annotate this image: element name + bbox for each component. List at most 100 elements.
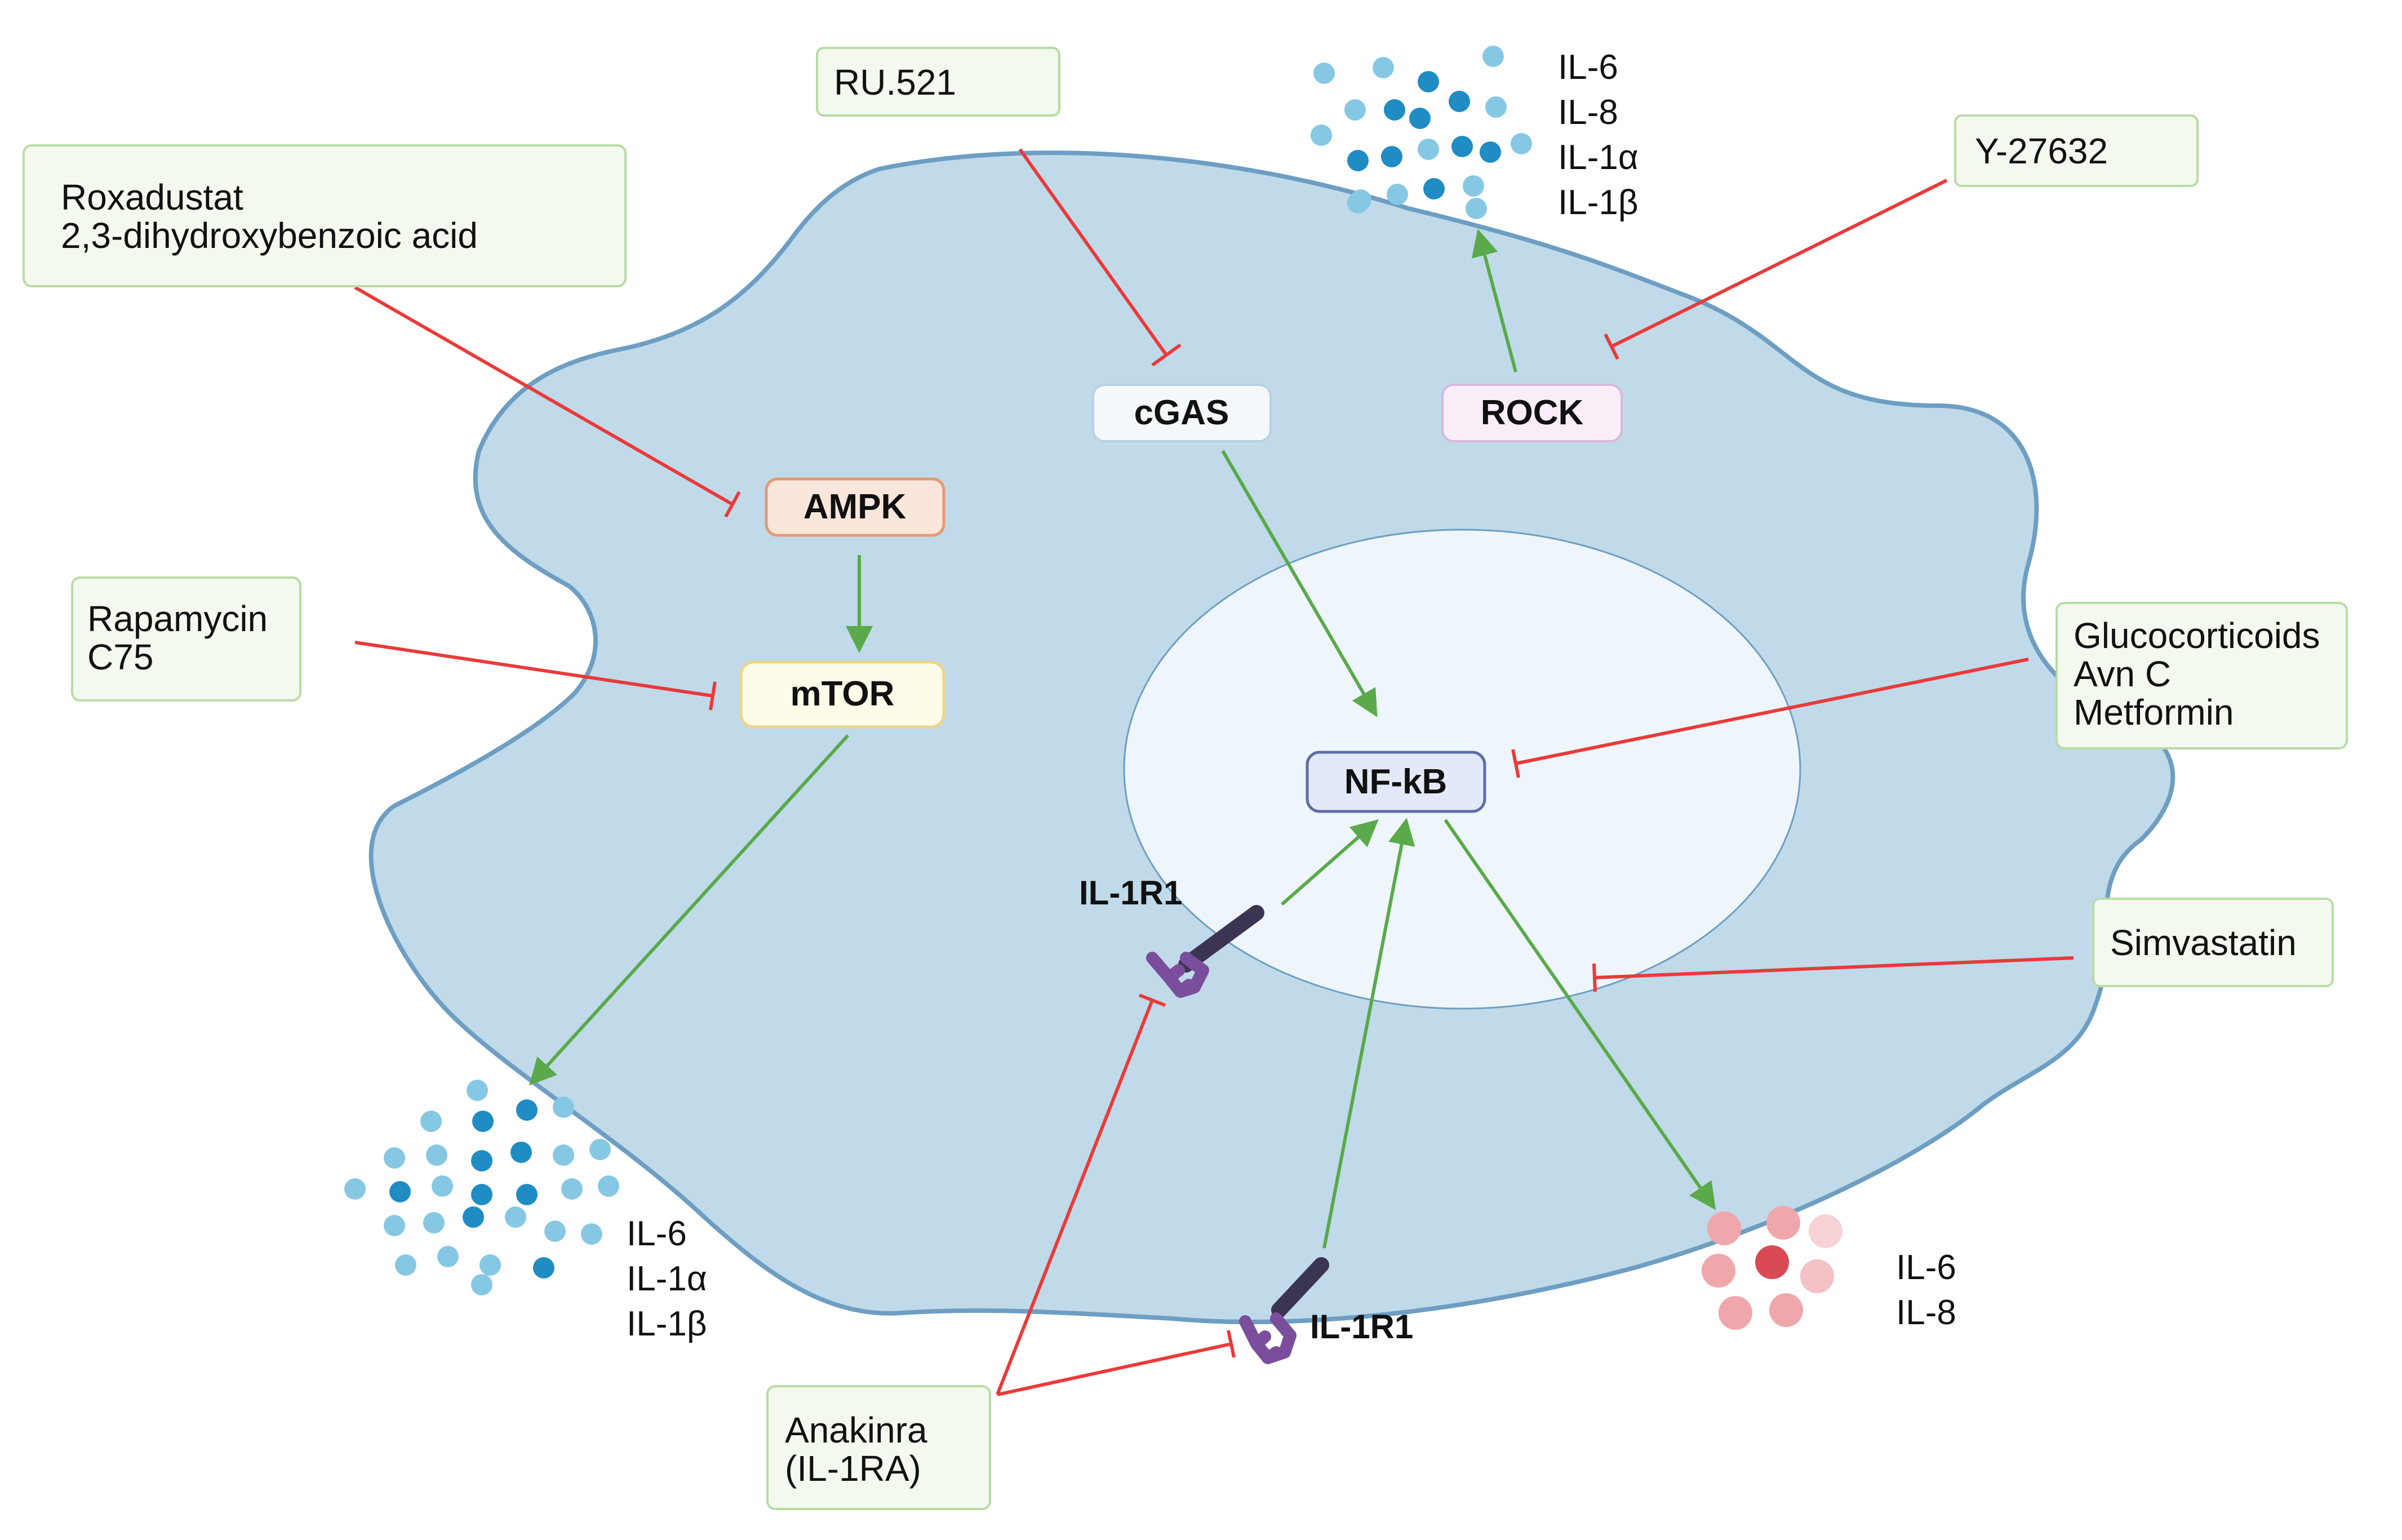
cytokine-dot [1347, 150, 1369, 171]
cytokine-dot [589, 1139, 611, 1160]
cytokine-top-0: IL-6 [1558, 48, 1618, 87]
node-label-cgas: cGAS [1134, 393, 1229, 432]
inhibit-gluco-nfkb-bar [1511, 749, 1520, 778]
drug-box-rapamycin[interactable]: Rapamycin C75 [71, 576, 301, 702]
cytokine-dot [423, 1212, 445, 1233]
node-nfkb[interactable]: NF-kB [1306, 751, 1486, 813]
cytokine-dot [1423, 178, 1445, 199]
cytokine-dot [471, 1274, 492, 1295]
inhibit-anakinra-ir1 [996, 999, 1154, 1396]
cytokine-dot [1387, 184, 1408, 205]
cytokine-dot [472, 1111, 494, 1132]
cytokine-cluster-right [1702, 1206, 1842, 1330]
cytokine-dot [1755, 1245, 1789, 1279]
cytokine-dot [395, 1254, 416, 1276]
cytokine-dot [1311, 125, 1332, 146]
drug-label-glucocorticoids: Glucocorticoids [2074, 615, 2320, 656]
cytokine-dot [471, 1184, 492, 1205]
cytokine-top-2: IL-1α [1558, 138, 1639, 177]
receptor-il1r1-lower[interactable] [1239, 1257, 1329, 1364]
cytokine-left-1: IL-1α [627, 1259, 707, 1298]
drug-box-y27632[interactable]: Y-27632 [1954, 114, 2199, 187]
cytokine-dot [1418, 139, 1439, 160]
cytokine-top-1: IL-8 [1558, 93, 1618, 132]
cytokine-right-0: IL-6 [1896, 1248, 1956, 1287]
drug-label-roxadustat: Roxadustat [61, 177, 243, 218]
arrow-nfkb-cytokines [1444, 819, 1716, 1210]
cytokine-dot [581, 1223, 602, 1245]
cytokine-dot [553, 1144, 574, 1166]
drug-label-rapamycin: Rapamycin [87, 598, 268, 639]
cytokine-dot [463, 1206, 484, 1228]
arrow-ir1-nfkb [1281, 819, 1379, 906]
cytokine-cluster-left [344, 1080, 619, 1295]
inhibit-rapamycin-mtor-bar [709, 681, 717, 711]
drug-box-glucocorticoids[interactable]: Glucocorticoids Avn C Metformin [2055, 602, 2348, 749]
cytokine-dot [1485, 96, 1507, 118]
inhibit-y27632-rock-bar [1604, 333, 1619, 360]
cytokine-dot [1809, 1214, 1842, 1248]
drug-label-avnc: Avn C [2074, 654, 2171, 694]
cytokine-top-3: IL-1β [1558, 183, 1639, 222]
inhibit-roxadustat-ampk [354, 286, 734, 506]
node-label-nfkb: NF-kB [1344, 762, 1448, 801]
cytokine-dot [1463, 175, 1484, 197]
inhibit-ru521-cgas [1018, 148, 1168, 356]
cytokine-dot [553, 1097, 574, 1118]
cytokine-dot [1480, 141, 1501, 163]
inhibit-roxadustat-ampk-bar [724, 491, 741, 518]
cytokine-right-1: IL-8 [1896, 1293, 1956, 1332]
arrow-cgas-nfkb [1221, 450, 1378, 717]
inhibit-anakinra-ir2 [997, 1342, 1232, 1396]
drug-label-y27632: Y-27632 [1975, 131, 2108, 171]
cytokine-dot [420, 1111, 442, 1132]
cytokine-dot [1451, 136, 1473, 157]
cytokine-dot [561, 1178, 583, 1200]
inhibit-anakinra-ir2-bar [1227, 1330, 1236, 1358]
node-mtor[interactable]: mTOR [739, 660, 945, 729]
inhibit-gluco-nfkb [1515, 658, 2029, 765]
cytokine-dot [426, 1144, 447, 1166]
cytokine-dot [1466, 198, 1487, 219]
cytokine-dot [1766, 1206, 1800, 1240]
node-ampk[interactable]: AMPK [765, 477, 945, 537]
drug-box-roxadustat[interactable]: Roxadustat 2,3-dihydroxybenzoic acid [23, 144, 627, 287]
arrow-rock-cytokines [1471, 229, 1517, 372]
cytokine-dot [1347, 192, 1369, 214]
drug-label-anakinra: Anakinra [785, 1410, 927, 1450]
cytokine-dot [1381, 146, 1402, 167]
cytokine-dot [1482, 46, 1504, 67]
receptor-il1r1-upper[interactable] [1146, 905, 1264, 998]
cytokine-dot [467, 1080, 488, 1101]
drug-box-ru521[interactable]: RU.521 [816, 47, 1060, 117]
drug-box-simvastatin[interactable]: Simvastatin [2092, 898, 2334, 987]
node-label-mtor: mTOR [791, 674, 895, 713]
inhibition-lines [354, 148, 2074, 1396]
cytokine-dot [432, 1175, 453, 1197]
cytokine-dot [1344, 99, 1366, 121]
cytokine-labels-left: IL-6 IL-1α IL-1β [627, 1214, 707, 1343]
node-rock[interactable]: ROCK [1441, 384, 1623, 442]
inhibit-ru521-cgas-bar [1151, 343, 1182, 367]
inhibit-simva-nfkb [1594, 956, 2074, 979]
cytokine-labels-top: IL-6 IL-8 IL-1α IL-1β [1558, 48, 1639, 222]
cytokine-left-2: IL-1β [627, 1304, 707, 1343]
drug-box-anakinra[interactable]: Anakinra (IL-1RA) [766, 1385, 991, 1510]
cytokine-dot [516, 1099, 538, 1121]
inhibit-anakinra-ir1-bar [1138, 993, 1166, 1007]
inhibit-rapamycin-mtor [354, 641, 713, 698]
cytokine-dot [384, 1215, 405, 1236]
cytokine-dot [1769, 1293, 1803, 1327]
cytokine-dot [1384, 99, 1405, 121]
drug-label-metformin: Metformin [2074, 692, 2234, 733]
cytokine-dot [1409, 108, 1431, 129]
drug-label-simvastatin: Simvastatin [2110, 922, 2297, 963]
cytokine-dot [598, 1175, 619, 1197]
cytokine-labels-right: IL-6 IL-8 [1896, 1248, 1956, 1332]
cytokine-dot [1313, 63, 1335, 84]
node-cgas[interactable]: cGAS [1092, 384, 1272, 442]
cytokine-dot [479, 1254, 501, 1276]
inhibit-y27632-rock [1610, 179, 1948, 348]
arrow-ir2-nfkb [1322, 818, 1415, 1249]
